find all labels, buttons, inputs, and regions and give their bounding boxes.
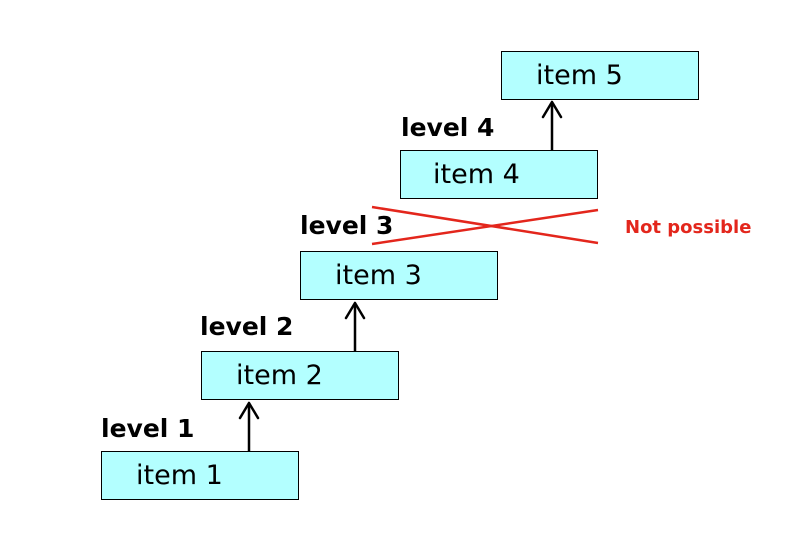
level-2-label: level 2 xyxy=(200,312,294,341)
item-2-box: item 2 xyxy=(201,351,399,400)
level-4-label: level 4 xyxy=(401,113,495,142)
arrows-group xyxy=(238,100,563,453)
not-possible-annotation: Not possible xyxy=(625,217,752,238)
not-possible-cross xyxy=(371,205,599,246)
arrow-item1-to-item2 xyxy=(238,401,260,453)
cross-line-down xyxy=(371,205,599,245)
item-5-box: item 5 xyxy=(501,51,699,100)
item-4-box: item 4 xyxy=(400,150,598,199)
item-4-label: item 4 xyxy=(433,159,520,190)
arrow-item4-to-item5 xyxy=(541,100,563,152)
item-1-label: item 1 xyxy=(136,460,223,491)
item-3-box: item 3 xyxy=(300,251,498,300)
level-1-label: level 1 xyxy=(101,414,195,443)
item-3-label: item 3 xyxy=(335,260,422,291)
cross-line-up xyxy=(371,208,599,246)
item-5-label: item 5 xyxy=(536,60,623,91)
arrow-item2-to-item3 xyxy=(344,301,366,353)
item-1-box: item 1 xyxy=(101,451,299,500)
item-2-label: item 2 xyxy=(236,360,323,391)
level-3-label: level 3 xyxy=(300,211,394,240)
